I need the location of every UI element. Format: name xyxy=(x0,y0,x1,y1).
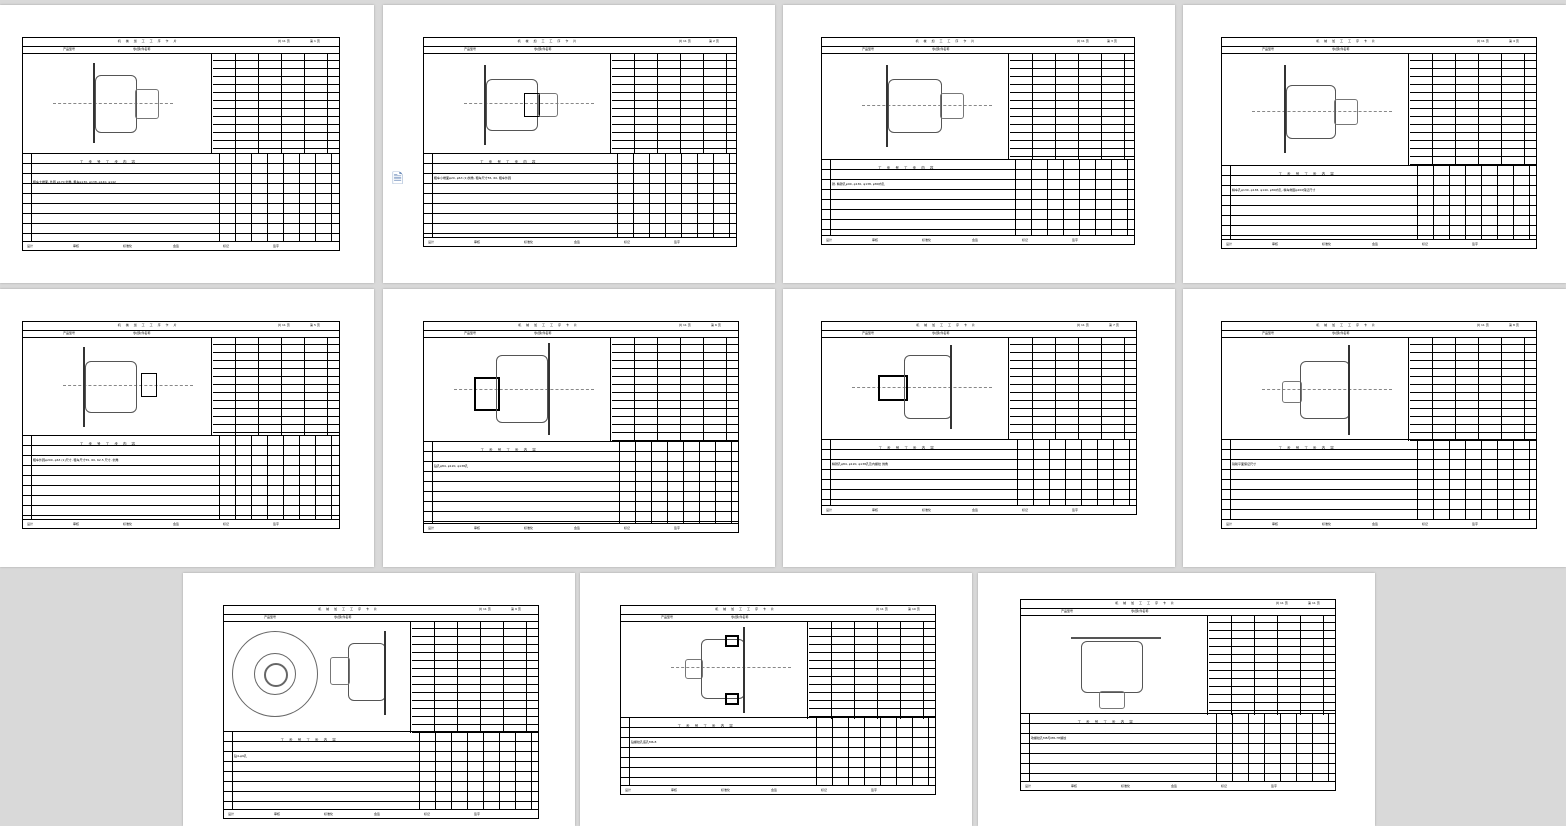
part-drawing xyxy=(1021,615,1208,715)
part-drawing xyxy=(224,621,411,733)
step-row: 铣削平面保证尺寸 xyxy=(1232,462,1257,466)
page-number: 第 4 页 xyxy=(1509,39,1519,43)
step-row: 精车孔φ130, φ138, φ140, φ80内孔, 精车端面φ200保证尺寸 xyxy=(1232,188,1316,192)
page-number: 第 10 页 xyxy=(908,607,920,611)
page-3: 机 械 加 工 工 序 卡 片共 11 页第 3 页 产品型号零(部)件名称 工… xyxy=(783,5,1175,283)
part-drawing xyxy=(23,53,212,153)
page-total: 共 11 页 xyxy=(278,39,290,43)
process-card: 机 械 加 工 工 序 卡 片 共 11 页 第 1 页 产品型号 零(部)件名… xyxy=(22,37,340,251)
part-drawing xyxy=(1222,53,1409,165)
step-row: 钻4-φ9孔 xyxy=(234,754,247,758)
process-card: 机 械 加 工 工 序 卡 片共 11 页第 6 页 产品型号零(部)件名称 工… xyxy=(423,321,739,533)
page-number: 第 7 页 xyxy=(1109,323,1119,327)
sign-footer: 设计 审核 标准化 会签 标记 签字 xyxy=(23,241,339,250)
step-row: 粗车小端面φ20, φ63 (1)倒角, 粗车尺寸55, 60, 粗车外圆 xyxy=(434,176,512,180)
step-table: 工 步 号 工 步 内 容 粗车大端面, 外圆 φ170 倒角, 粗车φ130,… xyxy=(23,153,339,242)
page-number: 第 2 页 xyxy=(709,39,719,43)
part-drawing xyxy=(23,337,212,435)
page-9: 机 械 加 工 工 序 卡 片共 11 页第 9 页 产品型号零(部)件名称 工… xyxy=(183,573,575,826)
page-number: 第 1 页 xyxy=(310,39,320,43)
page-2: 机 械 加 工 工 序 卡 片共 11 页第 2 页 产品型号零(部)件名称 工… xyxy=(383,5,775,283)
page-8: 机 械 加 工 工 序 卡 片共 11 页第 8 页 产品型号零(部)件名称 工… xyxy=(1183,289,1566,567)
card-header: 机 械 加 工 工 序 卡 片 共 11 页 第 1 页 xyxy=(23,38,339,47)
page-4: 机 械 加 工 工 序 卡 片共 11 页第 4 页 产品型号零(部)件名称 工… xyxy=(1183,5,1566,283)
step-row: 钻孔φ84, φ120, φ138孔 xyxy=(434,464,469,468)
param-table xyxy=(213,53,339,153)
card-title: 机 械 加 工 工 序 卡 片 xyxy=(117,39,179,43)
document-icon[interactable]: 🗎 xyxy=(392,171,404,187)
process-card: 机 械 加 工 工 序 卡 片共 11 页第 11 页 产品型号零(部)件名称 … xyxy=(1020,599,1336,791)
part-drawing xyxy=(424,53,611,153)
part-drawing xyxy=(621,621,808,719)
step-row: 钻螺纹孔底孔M6.8 xyxy=(631,740,657,744)
step-row: 攻螺纹孔M8与M8-7H螺纹 xyxy=(1031,736,1067,740)
process-card: 机 械 加 工 工 序 卡 片共 11 页第 2 页 产品型号零(部)件名称 工… xyxy=(423,37,737,247)
step-row: 粗车大端面, 外圆 φ170 倒角, 粗车φ130, φ138, φ140, φ… xyxy=(33,180,116,184)
page-5: 机 械 加 工 工 序 卡 片共 11 页第 5 页 产品型号零(部)件名称 工… xyxy=(0,289,374,567)
part-drawing xyxy=(822,337,1009,439)
page-number: 第 5 页 xyxy=(310,323,320,327)
page-10: 机 械 加 工 工 序 卡 片共 11 页第 10 页 产品型号零(部)件名称 … xyxy=(580,573,972,826)
part-drawing xyxy=(1222,337,1409,441)
page-11: 机 械 加 工 工 序 卡 片共 11 页第 11 页 产品型号零(部)件名称 … xyxy=(978,573,1375,826)
page-number: 第 11 页 xyxy=(1308,601,1320,605)
process-card: 机 械 加 工 工 序 卡 片共 11 页第 9 页 产品型号零(部)件名称 工… xyxy=(223,605,539,819)
product-row: 产品型号 零(部)件名称 xyxy=(23,46,339,54)
page-number: 第 3 页 xyxy=(1107,39,1117,43)
process-card: 机 械 加 工 工 序 卡 片共 11 页第 3 页 产品型号零(部)件名称 工… xyxy=(821,37,1135,245)
process-card: 机 械 加 工 工 序 卡 片共 11 页第 10 页 产品型号零(部)件名称 … xyxy=(620,605,936,795)
part-drawing xyxy=(424,337,611,441)
page-6: 机 械 加 工 工 序 卡 片共 11 页第 6 页 产品型号零(部)件名称 工… xyxy=(383,289,775,567)
step-row: 精镗孔φ84, φ120, φ138孔及内螺纹 倒角 xyxy=(832,462,888,466)
process-card: 机 械 加 工 工 序 卡 片共 11 页第 7 页 产品型号零(部)件名称 工… xyxy=(821,321,1137,515)
part-drawing xyxy=(822,53,1009,159)
process-card: 机 械 加 工 工 序 卡 片共 11 页第 8 页 产品型号零(部)件名称 工… xyxy=(1221,321,1537,529)
page-7: 机 械 加 工 工 序 卡 片共 11 页第 7 页 产品型号零(部)件名称 工… xyxy=(783,289,1175,567)
step-row: 镗, 精镗孔φ90, φ130, φ138, φ80内孔 xyxy=(832,182,885,186)
step-row: 粗车外圆φ200, φ63 (1)尺寸, 粗车尺寸55, 60, 62.5 尺寸… xyxy=(33,458,119,462)
process-card: 机 械 加 工 工 序 卡 片共 11 页第 4 页 产品型号零(部)件名称 工… xyxy=(1221,37,1537,249)
page-number: 第 8 页 xyxy=(1509,323,1519,327)
page-number: 第 9 页 xyxy=(511,607,521,611)
process-card: 机 械 加 工 工 序 卡 片共 11 页第 5 页 产品型号零(部)件名称 工… xyxy=(22,321,340,529)
page-1: 机 械 加 工 工 序 卡 片 共 11 页 第 1 页 产品型号 零(部)件名… xyxy=(0,5,374,283)
page-number: 第 6 页 xyxy=(711,323,721,327)
